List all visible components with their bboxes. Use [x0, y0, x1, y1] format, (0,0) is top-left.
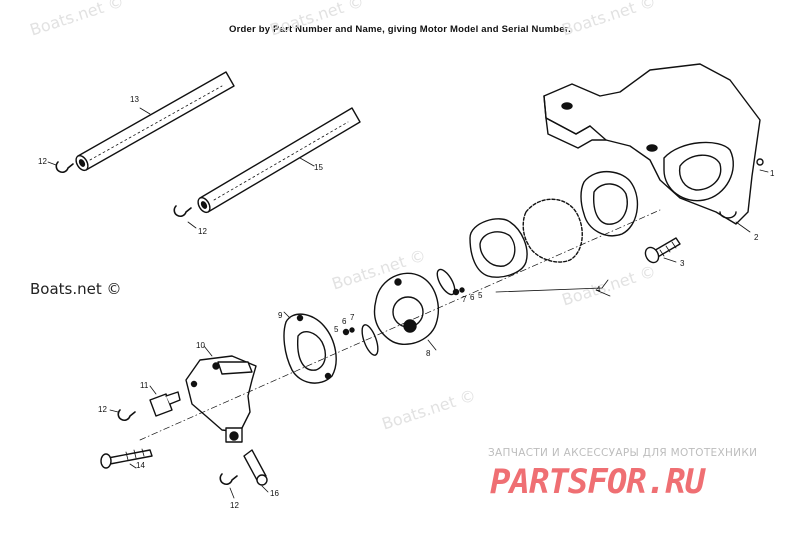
callout-2: 2 [754, 233, 759, 242]
elbow-fitting-11 [149, 385, 181, 417]
hose-clamp-12 [109, 409, 136, 422]
callout-7: 7 [350, 313, 355, 322]
callout-6: 6 [470, 293, 475, 302]
callout-12: 12 [38, 157, 47, 166]
callout-6: 6 [342, 317, 347, 326]
callout-8: 8 [426, 349, 431, 358]
fuel-line-tube-13 [75, 71, 235, 172]
callout-15: 15 [314, 163, 323, 172]
gasket-set-4 [469, 170, 639, 297]
hose-clamp-12 [173, 205, 197, 229]
brand-tagline: ЗАПЧАСТИ И АКСЕССУАРЫ ДЛЯ МОТОТЕХНИКИ [488, 447, 758, 459]
callout-3: 3 [680, 259, 685, 268]
callout-14: 14 [136, 461, 145, 470]
callout-5: 5 [478, 291, 483, 300]
callout-4: 4 [596, 285, 601, 294]
diaphragm-cover-8 [373, 272, 439, 351]
screw-14 [100, 448, 153, 469]
pump-gasket-9 [283, 311, 337, 384]
callout-12: 12 [230, 501, 239, 510]
callout-16: 16 [270, 489, 279, 498]
brand-logo: PARTSFOR.RU [490, 462, 705, 502]
pump-mounting-bracket-2 [543, 63, 769, 233]
hose-clamp-12 [47, 161, 74, 174]
callout-13: 13 [130, 95, 139, 104]
callout-12: 12 [98, 405, 107, 414]
fitting-16 [243, 449, 269, 493]
watermark-dark: Boats.net © [30, 280, 122, 298]
ordering-note: Order by Part Number and Name, giving Mo… [229, 24, 571, 35]
callout-7: 7 [462, 295, 467, 304]
callout-9: 9 [278, 311, 283, 320]
callout-5: 5 [334, 325, 339, 334]
callout-10: 10 [196, 341, 205, 350]
hose-clamp-12 [219, 473, 238, 499]
callout-12: 12 [198, 227, 207, 236]
fuel-line-tube-15 [197, 107, 361, 214]
bolt-3 [644, 237, 681, 264]
fuel-pump-body-10 [185, 345, 257, 443]
valve-parts-5-6-7 [342, 268, 465, 356]
callout-1: 1 [770, 169, 775, 178]
callout-11: 11 [140, 381, 149, 390]
